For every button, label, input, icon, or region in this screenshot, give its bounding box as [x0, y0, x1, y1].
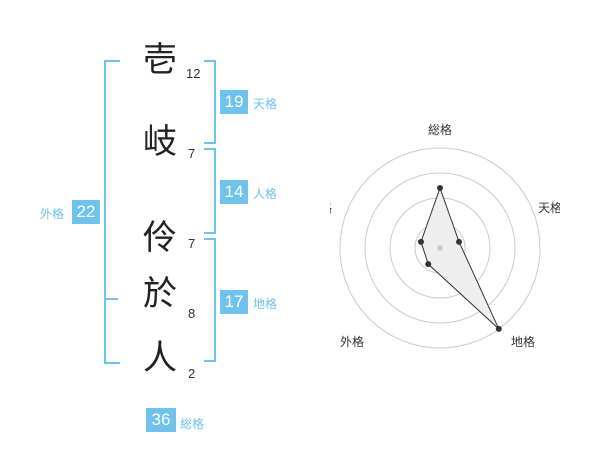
radar-center — [437, 245, 443, 251]
gaikaku-label: 外格 — [40, 207, 65, 221]
jinkaku-bracket — [204, 148, 216, 234]
char-2: 岐 — [143, 122, 177, 162]
radar-point-3 — [495, 325, 502, 332]
gaikaku-bracket — [104, 60, 120, 364]
axis-label-gaikaku: 外格 — [340, 334, 364, 349]
gaikaku-value-badge: 22 — [72, 200, 100, 224]
char-4-stroke-count: 8 — [188, 306, 196, 321]
axis-label-tenkaku: 天格 — [538, 200, 560, 215]
radar-point-2 — [456, 238, 463, 245]
char-4: 於 — [143, 274, 177, 314]
chikaku-value-badge: 17 — [220, 290, 248, 314]
radar-area — [420, 186, 500, 330]
char-3: 伶 — [143, 218, 177, 258]
char-2-stroke-count: 7 — [188, 146, 196, 161]
jinkaku-value-badge: 14 — [220, 180, 248, 204]
char-3-stroke-count: 7 — [188, 236, 196, 251]
char-1-stroke-count: 12 — [186, 66, 201, 81]
jinkaku-label: 人格 — [253, 187, 278, 201]
radar-point-5 — [417, 238, 424, 245]
tenkaku-value-badge: 19 — [220, 90, 248, 114]
char-5: 人 — [143, 338, 177, 378]
char-5-stroke-count: 2 — [188, 366, 196, 381]
tenkaku-bracket — [204, 60, 216, 144]
axis-label-jinkaku: 人格 — [330, 200, 332, 215]
chikaku-bracket — [204, 238, 216, 362]
axis-label-soukaku: 総格 — [428, 122, 452, 137]
radar-points — [417, 185, 502, 332]
char-1: 壱 — [143, 40, 177, 80]
chikaku-label: 地格 — [253, 297, 278, 311]
axis-label-chikaku: 地格 — [511, 334, 535, 349]
radar-chart: 総格 天格 地格 外格 人格 — [330, 122, 560, 349]
radar-point-1 — [437, 185, 443, 191]
radar-ring — [339, 147, 541, 349]
tenkaku-label: 天格 — [253, 97, 278, 111]
gaikaku-bracket-tick — [104, 298, 118, 300]
radar-ring — [364, 172, 516, 324]
soukaku-label: 総格 — [180, 417, 205, 431]
radar-point-4 — [425, 261, 432, 268]
soukaku-value-badge: 36 — [146, 408, 176, 432]
